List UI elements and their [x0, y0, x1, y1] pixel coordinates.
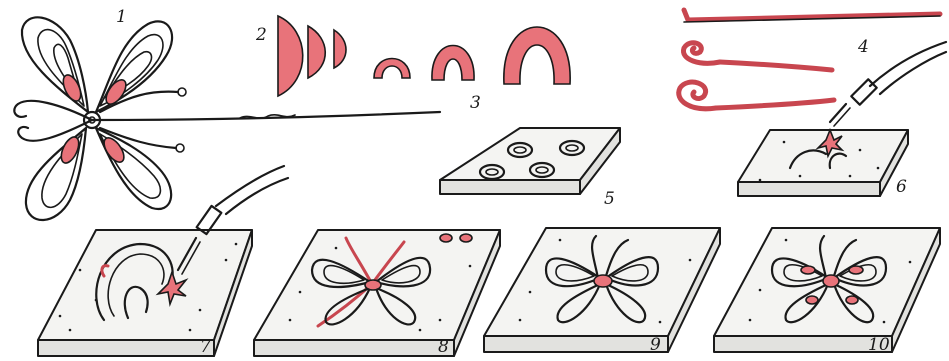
label-6: 6 — [896, 177, 907, 197]
step-1-butterfly — [14, 17, 440, 220]
curled-wire-large — [679, 82, 716, 109]
label-9: 9 — [650, 335, 661, 355]
label-8: 8 — [438, 337, 449, 357]
label-10: 10 — [868, 335, 890, 355]
half-disc-large — [278, 16, 303, 96]
red-insert — [365, 280, 381, 290]
red-insert — [60, 72, 85, 103]
horseshoe-medium — [432, 46, 474, 81]
step-10-plate-butterfly — [714, 228, 940, 352]
step-5-plate-rings — [440, 128, 620, 194]
step-4-wires — [679, 10, 940, 109]
step-7-plate-torch — [38, 166, 288, 356]
label-2: 2 — [255, 25, 267, 45]
label-1: 1 — [116, 7, 127, 27]
plate-top — [738, 130, 908, 182]
label-5: 5 — [604, 189, 615, 209]
torch-hose — [226, 178, 288, 214]
red-insert — [594, 275, 612, 287]
half-disc-medium — [308, 26, 325, 78]
half-disc-small — [334, 30, 346, 68]
horseshoe-large — [504, 27, 570, 84]
step-9-plate-butterfly — [484, 228, 720, 352]
red-insert — [823, 275, 839, 287]
horseshoe-small — [374, 59, 410, 79]
step-3-horseshoes — [374, 27, 570, 84]
step-2-half-discs — [278, 16, 346, 96]
label-7: 7 — [200, 337, 211, 357]
label-4: 4 — [857, 37, 869, 57]
step-8-plate-butterfly — [254, 230, 500, 356]
curled-wire — [683, 43, 720, 63]
stem-wire — [92, 112, 440, 120]
torch-hose — [880, 52, 946, 94]
label-3: 3 — [470, 93, 481, 113]
